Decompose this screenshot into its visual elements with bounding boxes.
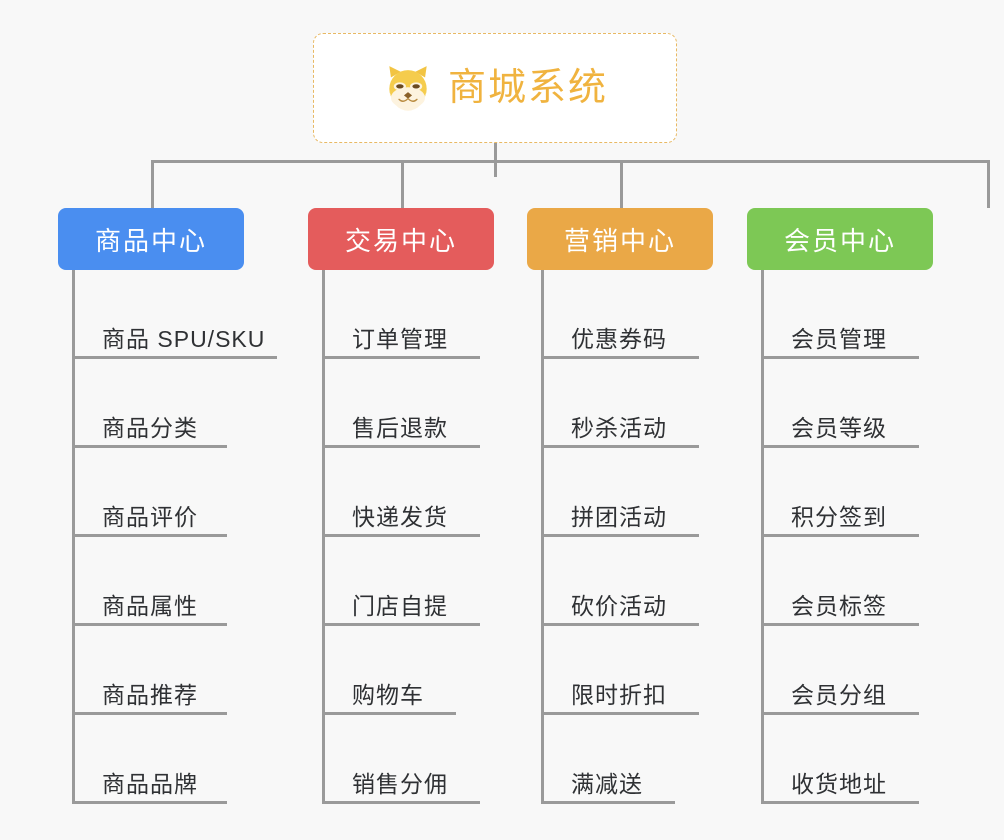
category-box-1[interactable]: 商品中心	[58, 208, 244, 270]
leaf-item[interactable]: 订单管理	[322, 270, 480, 359]
leaf-item-label: 秒杀活动	[571, 414, 667, 441]
leaf-item[interactable]: 会员等级	[761, 359, 919, 448]
category-box-2[interactable]: 交易中心	[308, 208, 494, 270]
leaf-item-label: 收货地址	[791, 770, 887, 797]
connector-drop-1	[151, 160, 154, 208]
leaf-item-label: 拼团活动	[571, 503, 667, 530]
leaf-item-label: 订单管理	[352, 325, 448, 352]
category-stem	[761, 270, 764, 804]
leaf-item[interactable]: 商品品牌	[72, 715, 227, 804]
leaf-item[interactable]: 门店自提	[322, 537, 480, 626]
leaf-item[interactable]: 限时折扣	[541, 626, 699, 715]
leaf-item[interactable]: 满减送	[541, 715, 675, 804]
leaf-item-label: 商品评价	[102, 503, 198, 530]
leaf-item-label: 商品品牌	[102, 770, 198, 797]
shiba-dog-face-icon	[382, 62, 434, 114]
leaf-item[interactable]: 积分签到	[761, 448, 919, 537]
leaf-item-label: 砍价活动	[571, 592, 667, 619]
category-stem	[72, 270, 75, 804]
leaf-item[interactable]: 会员分组	[761, 626, 919, 715]
leaf-item-label: 限时折扣	[571, 681, 667, 708]
leaf-item[interactable]: 会员标签	[761, 537, 919, 626]
leaf-item[interactable]: 商品属性	[72, 537, 227, 626]
leaf-item[interactable]: 销售分佣	[322, 715, 480, 804]
leaf-item[interactable]: 会员管理	[761, 270, 919, 359]
connector-drop-3	[620, 160, 623, 208]
leaf-item-label: 售后退款	[352, 414, 448, 441]
leaf-item[interactable]: 商品分类	[72, 359, 227, 448]
leaf-item-label: 会员等级	[791, 414, 887, 441]
leaf-item-label: 销售分佣	[352, 770, 448, 797]
leaf-item-label: 积分签到	[791, 503, 887, 530]
category-stem	[322, 270, 325, 804]
leaf-item[interactable]: 快递发货	[322, 448, 480, 537]
leaf-item-label: 会员标签	[791, 592, 887, 619]
leaf-item[interactable]: 收货地址	[761, 715, 919, 804]
category-box-3[interactable]: 营销中心	[527, 208, 713, 270]
leaf-list: 优惠券码秒杀活动拼团活动砍价活动限时折扣满减送	[541, 270, 699, 804]
leaf-item-label: 满减送	[571, 770, 643, 797]
root-title: 商城系统	[447, 67, 608, 109]
leaf-item-label: 会员管理	[791, 325, 887, 352]
leaf-item-label: 门店自提	[352, 592, 448, 619]
leaf-item-label: 商品推荐	[102, 681, 198, 708]
leaf-item-label: 优惠券码	[571, 325, 667, 352]
connector-drop-4	[987, 160, 990, 208]
leaf-list: 会员管理会员等级积分签到会员标签会员分组收货地址	[761, 270, 919, 804]
leaf-item[interactable]: 商品推荐	[72, 626, 227, 715]
category-stem	[541, 270, 544, 804]
leaf-item[interactable]: 砍价活动	[541, 537, 699, 626]
leaf-item-label: 商品属性	[102, 592, 198, 619]
leaf-item[interactable]: 商品 SPU/SKU	[72, 270, 277, 359]
leaf-item[interactable]: 优惠券码	[541, 270, 699, 359]
leaf-item[interactable]: 拼团活动	[541, 448, 699, 537]
leaf-item-label: 快递发货	[352, 503, 448, 530]
leaf-item-label: 购物车	[352, 681, 424, 708]
leaf-item[interactable]: 商品评价	[72, 448, 227, 537]
connector-drop-2	[401, 160, 404, 208]
connector-horizontal-bus	[151, 160, 990, 163]
leaf-item[interactable]: 秒杀活动	[541, 359, 699, 448]
leaf-item-label: 商品 SPU/SKU	[102, 325, 266, 352]
leaf-item-label: 会员分组	[791, 681, 887, 708]
leaf-item[interactable]: 售后退款	[322, 359, 480, 448]
leaf-list: 订单管理售后退款快递发货门店自提购物车销售分佣	[322, 270, 480, 804]
leaf-item[interactable]: 购物车	[322, 626, 456, 715]
root-node[interactable]: 商城系统	[313, 33, 677, 143]
category-box-4[interactable]: 会员中心	[747, 208, 933, 270]
leaf-item-label: 商品分类	[102, 414, 198, 441]
leaf-list: 商品 SPU/SKU 商品分类商品评价商品属性商品推荐商品品牌	[72, 270, 277, 804]
